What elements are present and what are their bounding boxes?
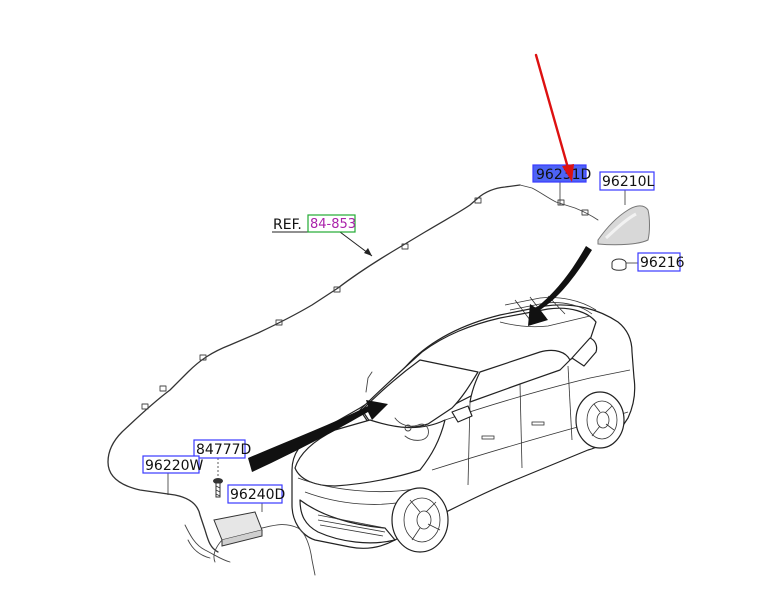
antenna-module-icon xyxy=(213,511,316,576)
part-label-84777D[interactable]: 84777D xyxy=(193,439,251,459)
front-wheel-icon xyxy=(391,487,449,553)
rear-wheel-icon xyxy=(575,391,625,449)
part-number-text: 96220W xyxy=(145,458,204,474)
vehicle-body xyxy=(291,295,636,553)
bolt-icon xyxy=(213,458,223,498)
part-number-text: 96216 xyxy=(640,255,685,271)
ref-prefix: REF. xyxy=(273,217,302,233)
ref-link-text: 84-853 xyxy=(310,217,356,232)
part-number-text: 96210L xyxy=(602,174,655,190)
red-pointer-arrow-icon xyxy=(534,53,574,182)
cable-clip-icon xyxy=(141,197,589,410)
part-label-96210L[interactable]: 96210L xyxy=(599,171,655,191)
ref-link-84-853[interactable]: 84-853 xyxy=(307,214,356,233)
part-number-text: 96231D xyxy=(536,167,591,183)
part-label-96220W[interactable]: 96220W xyxy=(142,455,204,474)
part-label-96216[interactable]: 96216 xyxy=(637,252,685,272)
nut-icon xyxy=(611,258,638,271)
part-label-96231D[interactable]: 96231D xyxy=(532,164,591,183)
antenna-cable xyxy=(107,184,599,563)
shark-fin-antenna-icon xyxy=(597,205,650,246)
leader-arrow-icon xyxy=(248,246,592,472)
grille-icon xyxy=(317,514,386,537)
part-number-text: 96240D xyxy=(230,487,285,503)
part-number-text: 84777D xyxy=(196,442,251,458)
part-label-96240D[interactable]: 96240D xyxy=(227,484,285,504)
